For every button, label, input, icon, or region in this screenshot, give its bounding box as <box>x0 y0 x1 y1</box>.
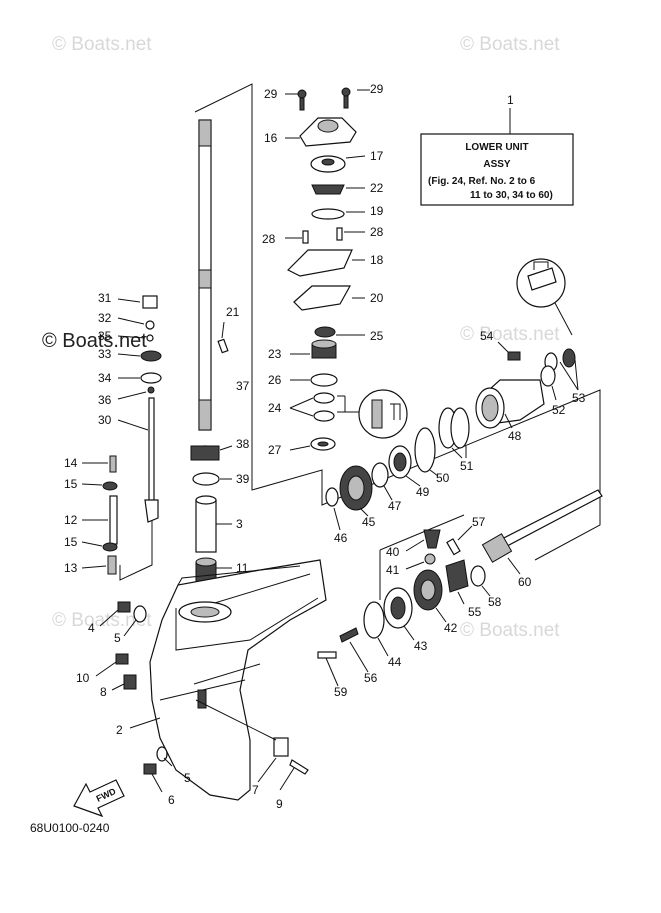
drive-shaft <box>198 119 212 431</box>
water-pump-group <box>285 87 408 451</box>
callout-13: 13 <box>64 561 78 575</box>
callout-35: 35 <box>98 329 112 343</box>
callout-42: 42 <box>444 621 458 635</box>
callout-49: 49 <box>416 485 430 499</box>
watermark-top-left: © Boats.net <box>52 34 152 55</box>
callout-7: 7 <box>252 783 259 797</box>
callout-19: 19 <box>370 204 384 218</box>
callout-28a: 28 <box>262 232 276 246</box>
callout-37: 37 <box>236 379 250 393</box>
callout-20: 20 <box>370 291 384 305</box>
callout-40: 40 <box>386 545 400 559</box>
callout-18: 18 <box>370 253 384 267</box>
callout-57: 57 <box>472 515 486 529</box>
title-line-3: (Fig. 24, Ref. No. 2 to 6 <box>428 176 536 187</box>
callout-39: 39 <box>236 472 250 486</box>
callout-56: 56 <box>364 671 378 685</box>
callout-23: 23 <box>268 347 282 361</box>
title-line-1: LOWER UNIT <box>465 142 528 153</box>
callout-15a: 15 <box>64 477 78 491</box>
prop-shaft-housing-group <box>388 258 579 487</box>
pin-21 <box>217 338 229 354</box>
callout-41: 41 <box>386 563 400 577</box>
callout-28b: 28 <box>370 225 384 239</box>
callout-38: 38 <box>236 437 250 451</box>
callout-59: 59 <box>334 685 348 699</box>
catalog-code: 68U0100-0240 <box>30 821 110 835</box>
callout-11: 11 <box>236 561 249 575</box>
case-fasteners <box>95 601 173 793</box>
callout-22: 22 <box>370 181 384 195</box>
callout-5b: 5 <box>184 771 191 785</box>
callout-17: 17 <box>370 149 384 163</box>
callout-58: 58 <box>488 595 502 609</box>
callout-33: 33 <box>98 347 112 361</box>
callout-50: 50 <box>436 471 450 485</box>
callout-4: 4 <box>88 621 95 635</box>
callout-numbers: 29 29 16 17 22 19 28 28 18 20 21 25 23 2… <box>64 82 586 811</box>
callout-12: 12 <box>64 513 78 527</box>
callout-55: 55 <box>468 605 482 619</box>
pinion-clutch-group <box>317 489 603 687</box>
callout-5a: 5 <box>114 631 121 645</box>
callout-36: 36 <box>98 393 112 407</box>
cable-parts <box>81 455 118 575</box>
callout-26: 26 <box>268 373 282 387</box>
callout-53: 53 <box>572 391 586 405</box>
callout-60: 60 <box>518 575 532 589</box>
callout-3: 3 <box>236 517 243 531</box>
shaft-lower-parts <box>190 445 233 585</box>
callout-44: 44 <box>388 655 402 669</box>
watermark-bottom-left: © Boats.net <box>52 610 152 631</box>
watermark-mid-left: © Boats.net <box>42 330 147 352</box>
callout-27: 27 <box>268 443 282 457</box>
callout-52: 52 <box>552 403 566 417</box>
callout-32: 32 <box>98 311 112 325</box>
group-outline-pump <box>194 83 601 561</box>
callout-8: 8 <box>100 685 107 699</box>
callout-48: 48 <box>508 429 522 443</box>
callout-34: 34 <box>98 371 112 385</box>
callout-24: 24 <box>268 401 282 415</box>
lower-unit-assy-box: 1 LOWER UNIT ASSY (Fig. 24, Ref. No. 2 t… <box>420 93 574 206</box>
callout-25: 25 <box>370 329 384 343</box>
callout-9: 9 <box>276 797 283 811</box>
callout-30: 30 <box>98 413 112 427</box>
callout-45: 45 <box>362 515 376 529</box>
trim-tab-parts <box>195 699 309 791</box>
callout-46: 46 <box>334 531 348 545</box>
title-line-2: ASSY <box>483 159 511 170</box>
callout-1: 1 <box>507 93 514 107</box>
callout-29b: 29 <box>370 82 384 96</box>
callout-16: 16 <box>264 131 278 145</box>
shift-rod-group <box>117 295 162 523</box>
callout-43: 43 <box>414 639 428 653</box>
title-line-4: 11 to 30, 34 to 60) <box>470 190 553 201</box>
callout-29a: 29 <box>264 87 278 101</box>
callout-31: 31 <box>98 291 112 305</box>
callout-15b: 15 <box>64 535 78 549</box>
watermark-top-right: © Boats.net <box>460 34 560 55</box>
watermark-bottom-right: © Boats.net <box>460 620 560 641</box>
callout-14: 14 <box>64 456 78 470</box>
callout-54: 54 <box>480 329 494 343</box>
callout-51: 51 <box>460 459 474 473</box>
gear-case <box>149 559 327 801</box>
callout-2: 2 <box>116 723 123 737</box>
callout-6: 6 <box>168 793 175 807</box>
forward-gear-group <box>325 462 393 531</box>
fwd-arrow-icon: FWD <box>73 779 125 818</box>
callout-21: 21 <box>226 305 240 319</box>
callout-10: 10 <box>76 671 90 685</box>
callout-47: 47 <box>388 499 402 513</box>
watermark-mid-right: © Boats.net <box>460 324 560 345</box>
